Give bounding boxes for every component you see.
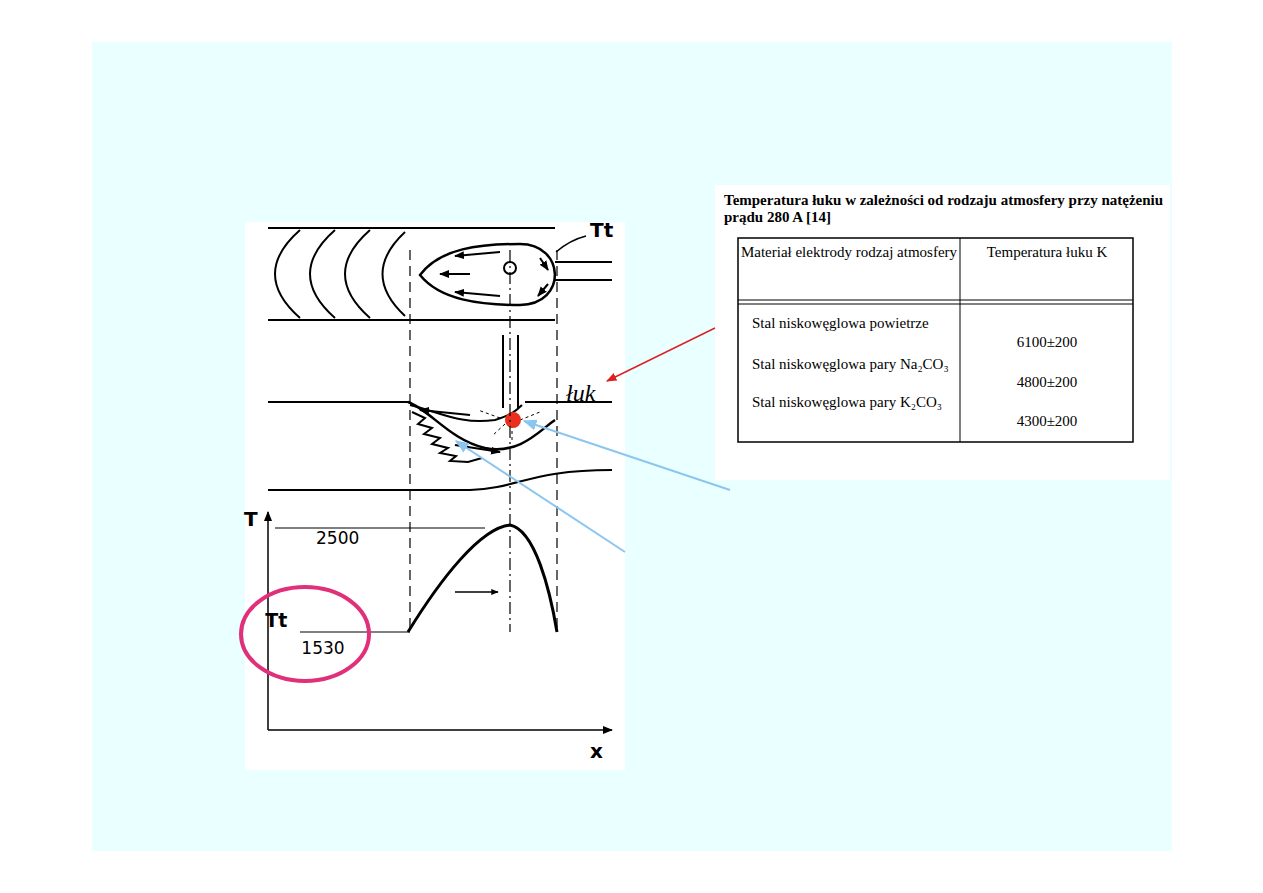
- axis-label: x: [590, 740, 603, 763]
- table-cell: 6100±200: [962, 334, 1132, 351]
- top-view: [268, 228, 612, 320]
- temperature-value: 2500: [316, 529, 359, 549]
- side-view: [268, 335, 612, 490]
- axis-symbol: Tt: [265, 610, 344, 631]
- ellipse-outline: [238, 584, 372, 684]
- table-cell: Stal niskowęglowa powietrze: [752, 315, 952, 332]
- figure-ground: [245, 222, 625, 770]
- table-title: Temperatura łuku w zależności od rodzaju…: [724, 192, 1164, 227]
- axis-label: T: [244, 508, 258, 531]
- table-cell: 4300±200: [962, 413, 1132, 430]
- pointer-arrow: [524, 421, 730, 490]
- pointer-arrow: [607, 328, 715, 381]
- pointer-arrow: [456, 441, 625, 552]
- temperature-value: 1530: [301, 639, 344, 658]
- table-cell: Stal niskowęglowa pary Na₂CO₃: [752, 356, 952, 373]
- highlight-ellipse: Tt 1530: [238, 584, 372, 684]
- table-cell: 4800±200: [962, 374, 1132, 391]
- table-header: Materiał elektrody rodzaj atmosfery: [740, 244, 958, 261]
- axis-symbol: Tt: [590, 219, 613, 242]
- table-header: Temperatura łuku K: [962, 244, 1132, 261]
- arc-label: łuk: [566, 380, 595, 408]
- table-lines: [738, 238, 1133, 442]
- table-ground: [715, 185, 1170, 480]
- temperature-graph: [268, 250, 612, 730]
- table-cell: Stal niskowęglowa pary K₂CO₃: [752, 394, 952, 411]
